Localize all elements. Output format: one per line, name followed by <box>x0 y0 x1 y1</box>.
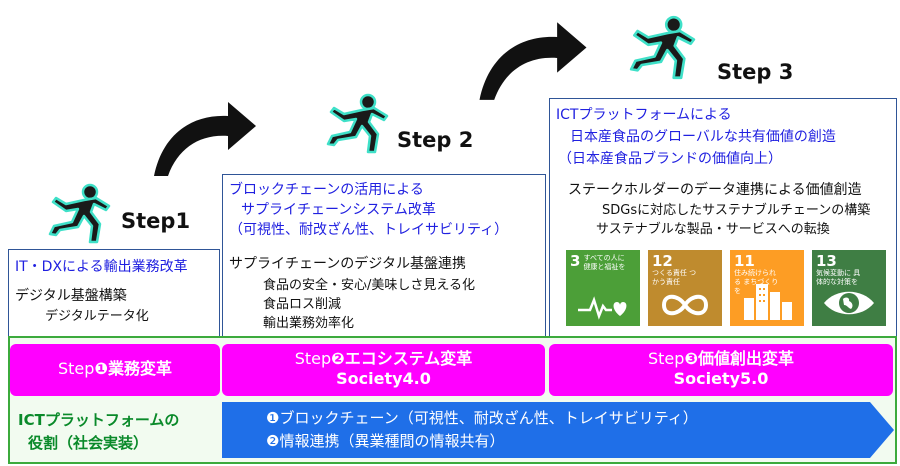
curved-arrow-icon-1 <box>154 102 256 176</box>
transformation-name: 価値創出変革 <box>697 349 794 368</box>
step3-line2: SDGsに対応したサステナブルチェーンの構築 <box>602 203 871 218</box>
step2-line1: サプライチェーンのデジタル基盤連携 <box>229 256 467 272</box>
platform-role-2: ❷情報連携（異業種間の情報共有） <box>266 432 505 450</box>
society-label: Society5.0 <box>673 369 769 388</box>
transformation-circle: ❸ <box>684 349 698 368</box>
curved-arrow-icon-2 <box>479 22 587 100</box>
step2-heading1: ブロックチェーンの活用による <box>229 182 424 198</box>
step2-line2: 食品の安全・安心/美味しさ見える化 <box>263 278 475 293</box>
sdg-tile-12: 12つくる責任 つかう責任 <box>648 250 722 326</box>
heartbeat-icon <box>578 296 627 320</box>
step2-title: Step 2 <box>397 128 474 152</box>
sdg-number: 3 <box>570 252 581 270</box>
transformation-circle: ❶ <box>94 359 108 378</box>
transformation-step2: Step❷エコシステム変革 Society4.0 <box>222 344 545 396</box>
transformation-prefix: Step <box>294 349 332 368</box>
sdg-number: 11 <box>734 252 755 270</box>
transformation-name: 業務変革 <box>107 359 172 378</box>
step3-title: Step 3 <box>717 60 794 84</box>
transformation-prefix: Step <box>58 359 95 378</box>
city-buildings-icon <box>744 284 792 320</box>
transformation-prefix: Step <box>648 349 685 368</box>
step2-heading3: （可視性、耐改ざん性、トレイサビリティ） <box>229 222 509 238</box>
sdg-label: 住み続けられる まちづくりを <box>734 269 779 295</box>
infinity-icon <box>661 294 709 316</box>
step2-box: ブロックチェーンの活用による サプライチェーンシステム改革 （可視性、耐改ざん性… <box>222 174 546 339</box>
step2-line4: 輸出業務効率化 <box>263 316 355 331</box>
runner-icon-step1 <box>48 183 111 244</box>
sdg-label: つくる責任 つかう責任 <box>652 269 697 286</box>
step3-heading3: （日本産食品ブランドの価値向上） <box>558 151 782 167</box>
runner-icon-step2 <box>326 93 389 154</box>
platform-arrow <box>222 402 894 458</box>
step3-line1: ステークホルダーのデータ連携による価値創造 <box>568 182 862 198</box>
sdg-label: すべての人に健康と福祉を <box>583 254 626 271</box>
step1-line1: デジタル基盤構築 <box>15 288 127 304</box>
step1-heading: IT・DXによる輸出業務改革 <box>15 259 188 275</box>
transformation-name: エコシステム変革 <box>344 349 473 368</box>
step1-title: Step1 <box>121 209 191 233</box>
step3-heading2: 日本産食品のグローバルな共有価値の創造 <box>570 129 836 145</box>
step3-line3: サステナブルな製品・サービスへの転換 <box>596 222 830 237</box>
transformation-circle: ❷ <box>331 349 345 368</box>
platform-role-1: ❶ブロックチェーン（可視性、耐改ざん性、トレイサビリティ） <box>266 409 698 427</box>
sdg-tile-11: 11住み続けられる まちづくりを <box>730 250 804 326</box>
sdg-number: 13 <box>816 252 837 270</box>
sdg-number: 12 <box>652 252 673 270</box>
step1-line2: デジタルテータ化 <box>45 309 149 324</box>
step1-box: IT・DXによる輸出業務改革 デジタル基盤構築 デジタルテータ化 <box>8 249 220 339</box>
step2-line3: 食品ロス削減 <box>263 297 342 312</box>
step3-heading1: ICTプラットフォームによる <box>556 107 732 123</box>
transformation-step3: Step❸価値創出変革 Society5.0 <box>549 344 893 396</box>
step2-heading2: サプライチェーンシステム改革 <box>241 202 436 218</box>
earth-eye-icon <box>824 291 874 315</box>
platform-label-line2: 役割（社会実装） <box>28 434 149 452</box>
society-label: Society4.0 <box>336 369 431 388</box>
runner-icon-step3 <box>629 15 696 80</box>
transformation-step1: Step❶業務変革 <box>10 344 220 396</box>
sdg-label: 気候変動に 具体的な対策を <box>816 269 861 286</box>
platform-label-line1: ICTプラットフォームの <box>18 411 180 429</box>
sdg-tile-13: 13気候変動に 具体的な対策を <box>812 250 886 326</box>
